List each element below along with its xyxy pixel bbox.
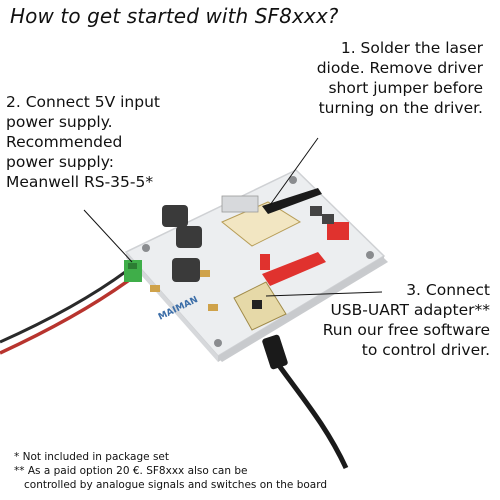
step-2-line: Recommended (6, 133, 123, 151)
footnote: controlled by analogue signals and switc… (24, 479, 328, 491)
step-3-line: 3. Connect (406, 281, 490, 299)
step-2-line: power supply. (6, 113, 113, 131)
red-socket (260, 254, 270, 270)
red-connector-row (262, 252, 326, 286)
laser-diode (262, 188, 322, 214)
smd-component (310, 206, 322, 216)
inductor (172, 258, 200, 282)
step-1-instructions: 1. Solder the laser diode. Remove driver… (317, 38, 483, 118)
power-cable-black (0, 268, 129, 344)
smd-component (150, 285, 160, 292)
footnotes: * Not included in package set ** As a pa… (14, 450, 327, 492)
inductor (176, 226, 202, 248)
footnote: * Not included in package set (14, 451, 169, 463)
laser-diode-pins (221, 195, 259, 213)
smd-component (322, 214, 334, 224)
step-3-line: to control driver. (361, 341, 490, 359)
mount-hole (142, 244, 150, 252)
usb-cable (275, 362, 349, 470)
board-edge-right (218, 256, 384, 362)
mount-hole (289, 176, 297, 184)
step-1-line: 1. Solder the laser (340, 39, 483, 57)
power-terminal-screw (128, 263, 137, 269)
mount-hole (214, 339, 222, 347)
step-2-line: Meanwell RS-35-5* (6, 173, 154, 191)
inductor (162, 205, 188, 227)
leader-line-step2 (83, 209, 133, 263)
step-1-line: diode. Remove driver (316, 59, 483, 77)
step-2-line: 2. Connect 5V input (6, 93, 160, 111)
usb-uart-chip (252, 300, 262, 309)
leader-line-step3 (265, 291, 383, 297)
power-cable-red (0, 276, 134, 355)
step-3-line: Run our free software (322, 321, 490, 339)
step-2-line: power supply: (6, 153, 114, 171)
smd-component (200, 270, 210, 277)
usb-plug (262, 334, 288, 370)
leader-line-step1 (269, 137, 319, 206)
mount-hole (366, 251, 374, 259)
page-title: How to get started with SF8xxx? (10, 4, 339, 28)
step-1-line: turning on the driver. (318, 99, 483, 117)
red-jumper (327, 222, 349, 240)
step-2-instructions: 2. Connect 5V input power supply. Recomm… (6, 92, 160, 192)
step-3-line: USB-UART adapter** (330, 301, 490, 319)
smd-component (208, 304, 218, 311)
board-edge (126, 252, 218, 362)
step-3-instructions: 3. Connect USB-UART adapter** Run our fr… (323, 280, 490, 360)
footnote: ** As a paid option 20 €. SF8xxx also ca… (14, 465, 248, 477)
step-1-line: short jumper before (328, 79, 483, 97)
